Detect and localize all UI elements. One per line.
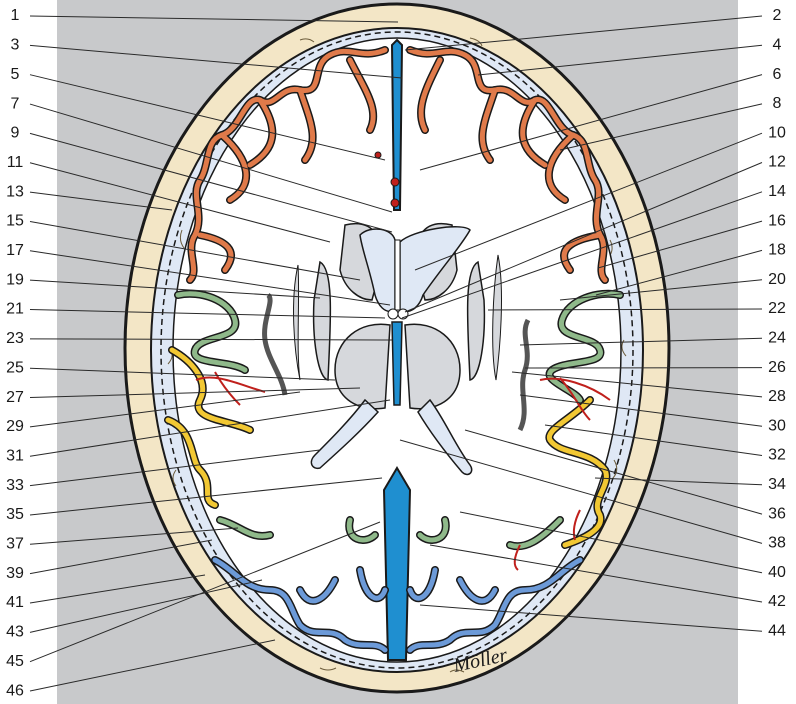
- label-19: 19: [6, 271, 24, 288]
- label-25: 25: [6, 359, 24, 376]
- label-14: 14: [768, 183, 786, 200]
- label-18: 18: [768, 242, 786, 259]
- label-26: 26: [768, 359, 786, 376]
- label-23: 23: [6, 330, 24, 347]
- label-22: 22: [768, 300, 786, 317]
- label-37: 37: [6, 536, 24, 553]
- posterior-interhemispheric-fissure: [384, 468, 410, 660]
- pericallosal-vessel: [375, 152, 381, 158]
- label-29: 29: [6, 418, 24, 435]
- label-2: 2: [773, 7, 782, 24]
- label-28: 28: [768, 388, 786, 405]
- leader-line-46: [30, 640, 275, 691]
- label-5: 5: [11, 66, 20, 83]
- label-17: 17: [6, 242, 24, 259]
- septum-pellucidum: [395, 240, 400, 310]
- label-36: 36: [768, 505, 786, 522]
- label-35: 35: [6, 506, 24, 523]
- label-12: 12: [768, 154, 786, 171]
- label-31: 31: [6, 447, 24, 464]
- label-27: 27: [6, 389, 24, 406]
- label-11: 11: [7, 154, 24, 171]
- anterior-cerebral-artery-b: [391, 199, 399, 207]
- label-16: 16: [768, 212, 786, 229]
- label-4: 4: [773, 37, 782, 54]
- label-30: 30: [768, 417, 786, 434]
- label-24: 24: [768, 330, 786, 347]
- anterior-cerebral-artery-a: [391, 178, 399, 186]
- label-43: 43: [6, 624, 24, 641]
- label-44: 44: [768, 623, 786, 640]
- label-13: 13: [6, 183, 24, 200]
- label-34: 34: [768, 476, 786, 493]
- label-15: 15: [6, 213, 24, 230]
- label-42: 42: [768, 593, 786, 610]
- interventricular-foramen-left: [388, 309, 398, 319]
- label-7: 7: [11, 95, 20, 112]
- label-46: 46: [6, 682, 24, 699]
- label-1: 1: [11, 7, 20, 24]
- label-45: 45: [6, 653, 24, 670]
- label-32: 32: [768, 447, 786, 464]
- label-40: 40: [768, 564, 786, 581]
- label-8: 8: [773, 95, 782, 112]
- label-33: 33: [6, 477, 24, 494]
- label-41: 41: [6, 594, 24, 611]
- label-39: 39: [6, 565, 24, 582]
- label-6: 6: [773, 66, 782, 83]
- label-9: 9: [11, 125, 20, 142]
- label-38: 38: [768, 535, 786, 552]
- label-20: 20: [768, 271, 786, 288]
- label-10: 10: [768, 124, 786, 141]
- label-3: 3: [11, 37, 20, 54]
- third-ventricle: [392, 322, 402, 405]
- label-21: 21: [6, 301, 24, 318]
